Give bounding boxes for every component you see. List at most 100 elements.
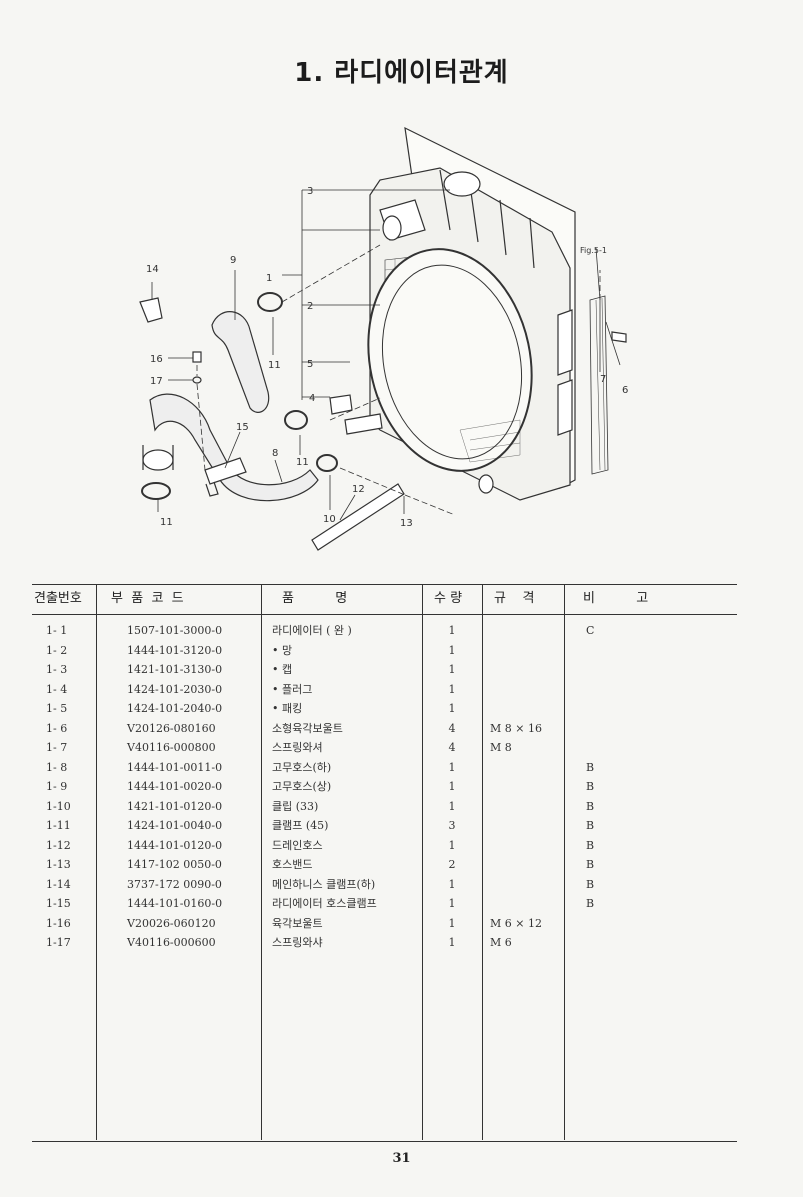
cell-part-code: 1421-101-0120-0 [127,799,223,813]
header-divider [32,614,737,615]
cell-part-name: • 패킹 [272,702,303,715]
cell-index-no: 1- 1 [46,624,68,637]
cell-index-no: 1-13 [46,858,71,871]
cell-remarks [586,933,626,953]
page-number: 31 [392,1151,411,1166]
cell-remarks: B [586,877,595,891]
cell-remarks [586,660,626,680]
cell-quantity: 1 [448,663,456,676]
header-index-no: 견출번호 [34,591,82,606]
cell-quantity: 1 [448,702,456,715]
lower-hose-shape [149,393,319,502]
cell-part-code: 1444-101-0020-0 [127,780,223,793]
callout-11c: 11 [160,517,173,528]
cell-remarks: B [586,858,595,871]
cell-spec [490,621,565,641]
cell-index-no: 1- 9 [46,780,68,793]
header-part-code: 부 품 코 드 [111,591,184,606]
header-part-name: 품 명 [282,591,348,606]
cell-part-name: • 플러그 [272,682,313,696]
parts-table-frame [32,584,737,1142]
cell-part-name: 라디에이터 ( 완 ) [272,624,352,637]
cell-remarks [586,699,626,719]
callout-13: 13 [400,518,413,529]
cell-index-no: 1-14 [46,877,71,891]
cell-quantity: 1 [448,897,456,910]
cell-spec [490,836,565,856]
callout-14: 14 [146,264,159,275]
table-row: 1- 5 1424-101-2040-0 • 패킹 1 [0,699,803,719]
cell-part-code: 1424-101-2030-0 [127,682,223,696]
cell-part-code: V20126-080160 [127,721,216,735]
cell-index-no: 1-17 [46,936,71,949]
cell-spec: M 6 × 12 [490,916,542,930]
cell-index-no: 1-16 [46,916,71,930]
cell-quantity: 1 [448,760,456,774]
cell-part-name: 메인하니스 클램프(하) [272,877,376,891]
cell-part-code: 1507-101-3000-0 [127,624,223,637]
cell-quantity: 4 [448,721,456,735]
callout-16: 16 [150,354,163,365]
cell-remarks: B [586,897,595,910]
cell-part-code: 1424-101-2040-0 [127,702,223,715]
cell-quantity: 1 [448,643,456,657]
cell-index-no: 1- 5 [46,702,68,715]
cell-part-name: 드레인호스 [272,838,323,852]
callout-8: 8 [272,448,278,459]
cell-part-code: 3737-172 0090-0 [127,877,222,891]
header-spec: 규 격 [494,591,535,606]
cell-spec [490,680,565,700]
cell-quantity: 1 [448,799,456,813]
cell-quantity: 1 [448,877,456,891]
cell-index-no: 1-15 [46,897,71,910]
cell-spec [490,758,565,778]
cell-part-name: 클립 (33) [272,799,319,813]
cell-quantity: 4 [448,741,456,754]
cell-index-no: 1-10 [46,799,71,813]
cell-remarks [586,738,626,758]
callout-6: 6 [622,385,628,396]
drain-hose-shape [311,483,405,551]
callout-2: 2 [307,301,313,312]
cell-spec: M 6 [490,936,512,949]
callout-3: 3 [307,186,313,197]
cell-spec [490,699,565,719]
page-title: 1. 라디에이터관계 [294,58,509,88]
cell-quantity: 3 [448,819,456,832]
cell-spec [490,816,565,836]
cell-part-name: • 캡 [272,663,293,676]
cell-index-no: 1- 7 [46,741,68,754]
cell-spec [490,777,565,797]
cell-spec [490,875,565,895]
callout-11a: 11 [268,360,281,371]
fig-reference: Fig.5-1 [580,246,607,255]
cell-part-code: V40116-000600 [127,936,216,949]
cell-index-no: 1-11 [46,819,71,832]
callout-11b: 11 [296,457,309,468]
cell-spec [490,660,565,680]
callout-7: 7 [600,374,606,385]
callout-5: 5 [307,359,313,370]
cell-part-name: 육각보울트 [272,916,323,930]
cell-remarks [586,719,626,739]
cell-remarks [586,914,626,934]
cell-remarks: C [586,624,595,637]
table-row: 1-14 3737-172 0090-0 메인하니스 클램프(하) 1 B [0,875,803,895]
cell-quantity: 1 [448,936,456,949]
cell-index-no: 1- 8 [46,760,68,774]
callout-10: 10 [323,514,336,525]
callout-4: 4 [309,393,315,404]
cell-part-name: 소형육각보울트 [272,721,343,735]
callout-1: 1 [266,273,272,284]
